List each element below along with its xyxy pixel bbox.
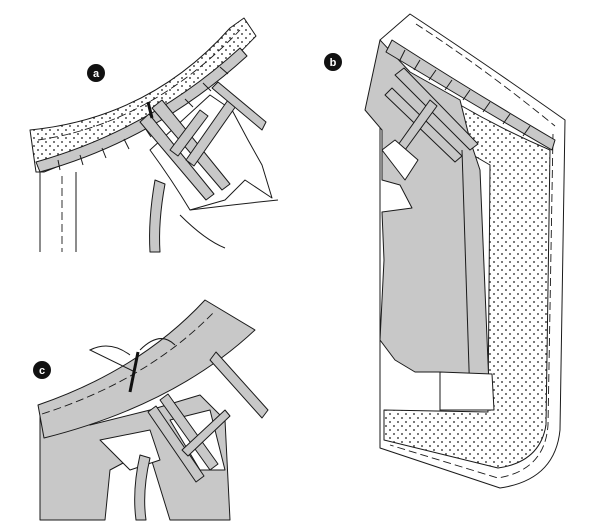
- panel-c-collar-stitch: [41, 311, 215, 415]
- panel-a-edge-tape: [35, 47, 248, 173]
- panel-a-collar-stitch: [37, 29, 241, 141]
- panel-b-edge-stitch: [389, 133, 554, 479]
- panel-c-thread-loop: [88, 345, 136, 373]
- panel-c-collar-band: [37, 299, 256, 439]
- panel-b-front-seam: [461, 149, 471, 401]
- panel-a-lower-edge: [179, 214, 226, 249]
- panel-b-shoulder-fold: [381, 139, 419, 181]
- step-b-label: b: [330, 57, 337, 69]
- panel-b-pocket: [439, 371, 495, 411]
- step-a-label: a: [93, 68, 100, 80]
- panel-b-tape-segments: [399, 49, 531, 137]
- panel-b-edge-tape: [385, 39, 556, 151]
- panel-b-facing: [383, 79, 551, 469]
- panel-b-top-stitch: [415, 23, 556, 127]
- step-c-badge: c: [33, 361, 51, 379]
- panel-a-needle: [146, 101, 154, 119]
- panel-a-body: [39, 170, 77, 252]
- panel-b-illustration: [364, 13, 566, 489]
- panel-c-straps: [134, 351, 269, 521]
- panel-a-illustration: [29, 17, 279, 253]
- panel-b-straps: [384, 67, 479, 163]
- step-a-badge: a: [87, 64, 105, 82]
- panel-c-needle: [128, 351, 140, 393]
- panel-a-straps: [139, 81, 267, 253]
- step-b-badge: b: [324, 53, 342, 71]
- panel-c-illustration: [37, 299, 269, 521]
- panel-c-thread: [139, 338, 176, 351]
- panel-a-hem-edge: [189, 199, 279, 211]
- step-c-label: c: [39, 365, 45, 377]
